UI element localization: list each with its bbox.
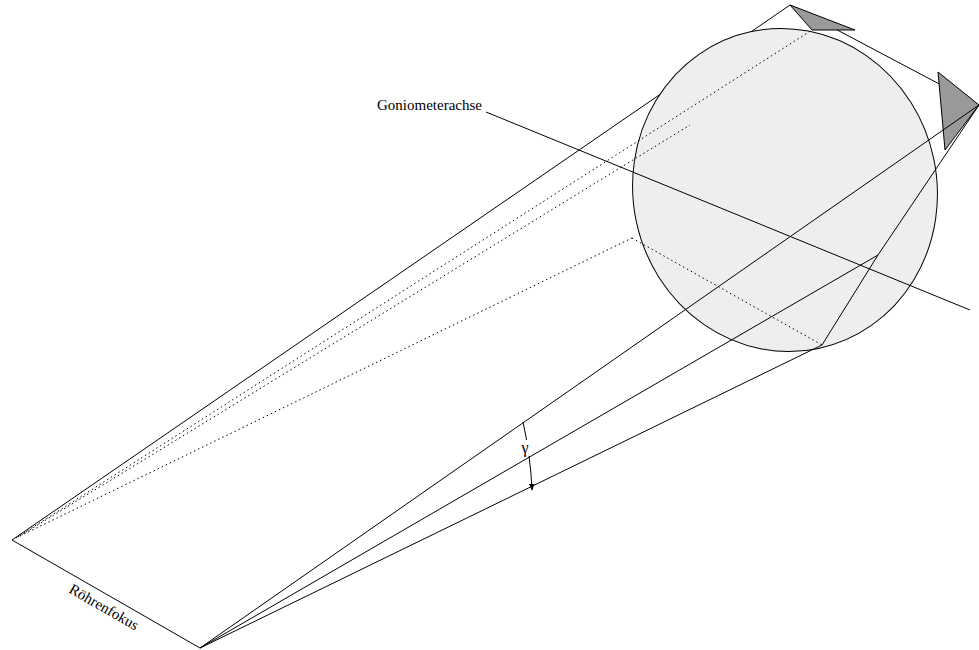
beam-line [200, 345, 822, 648]
crystal-edge [878, 105, 979, 255]
beam-line [200, 105, 979, 648]
crystal-disc [603, 0, 968, 380]
hidden-line [16, 30, 812, 538]
crystal-corner [938, 72, 979, 150]
crystal-edge [822, 255, 878, 345]
angle-label: γ [520, 440, 529, 456]
tube-focus [12, 540, 200, 648]
hidden-line [632, 238, 822, 345]
beam-line [200, 255, 878, 648]
angle-arc [523, 422, 532, 490]
focus-label: Röhrenfokus [67, 581, 142, 633]
crystal-corner [790, 5, 855, 30]
hidden-line [18, 125, 690, 537]
axis-label: Goniometerachse [377, 98, 482, 113]
hidden-line [20, 238, 632, 536]
